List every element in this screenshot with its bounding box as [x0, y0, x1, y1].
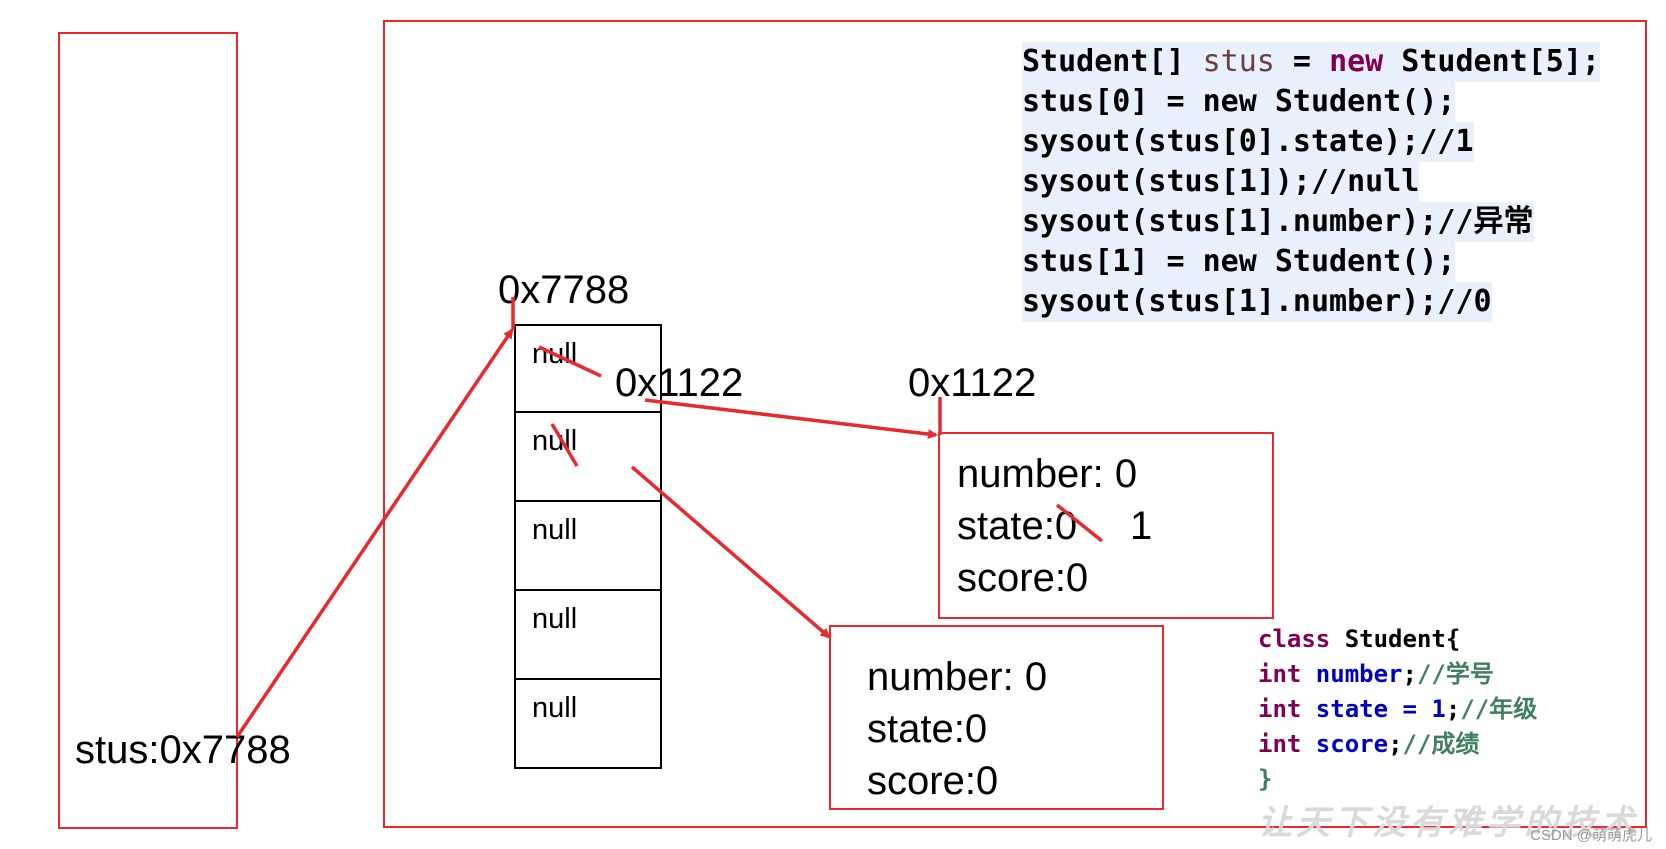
class-line: int number;//学号: [1258, 660, 1494, 688]
array-cell: null: [514, 502, 662, 591]
array-cell: null: [514, 324, 662, 413]
stack-region: [58, 32, 238, 829]
object1-state-new: 1: [1130, 504, 1153, 548]
code-line: sysout(stus[1].number);//0: [1022, 282, 1492, 322]
array-cell0-new-reference: 0x1122: [615, 361, 744, 405]
object1-number: number: 0: [957, 452, 1138, 496]
class-line: class Student{: [1258, 625, 1461, 653]
arrow-stack-to-array: [235, 328, 514, 738]
class-line: int state = 1;//年级: [1258, 695, 1538, 723]
array-cell-value: null: [532, 692, 578, 724]
class-line: int score;//成绩: [1258, 730, 1480, 758]
strike-cell0-null: [538, 345, 602, 378]
code-line: Student[] stus = new Student[5];: [1022, 42, 1600, 82]
strike-cell1-null: [550, 423, 579, 467]
object2-number: number: 0: [867, 655, 1048, 699]
credit-text: CSDN @萌萌虎儿: [1530, 827, 1652, 844]
array-address: 0x7788: [498, 268, 630, 312]
student-object-1: number: 0 state:0 1 score:0: [938, 432, 1274, 619]
stack-variable-label: stus:0x7788: [75, 728, 291, 772]
watermark-text: 让天下没有难学的技术: [1258, 803, 1638, 843]
object1-state-old: state:0: [957, 504, 1078, 548]
code-snippet: Student[] stus = new Student[5]; stus[0]…: [1022, 42, 1600, 322]
code-line: stus[0] = new Student();: [1022, 82, 1456, 122]
code-line: stus[1] = new Student();: [1022, 242, 1456, 282]
code-line: sysout(stus[1]);//null: [1022, 162, 1420, 202]
object2-score: score:0: [867, 759, 999, 803]
heap-region: [383, 20, 1647, 828]
object1-address: 0x1122: [908, 361, 1037, 405]
strike-object1-state: [1055, 503, 1104, 543]
code-line: sysout(stus[0].state);//1: [1022, 122, 1474, 162]
array-cell: null: [514, 591, 662, 680]
array-cell: null: [514, 680, 662, 769]
array-cell-value: null: [532, 514, 578, 546]
student-object-2: number: 0 state:0 score:0: [829, 625, 1164, 810]
array-cell-value: null: [532, 603, 578, 635]
arrow-cell1-to-object2: [630, 465, 831, 639]
class-definition: class Student{ int number;//学号 int state…: [1258, 622, 1537, 797]
class-line: }: [1258, 765, 1273, 793]
object2-state: state:0: [867, 707, 988, 751]
code-line: sysout(stus[1].number);//异常: [1022, 202, 1534, 242]
object1-score: score:0: [957, 556, 1089, 600]
arrow-cell0-to-object1: [644, 398, 938, 440]
